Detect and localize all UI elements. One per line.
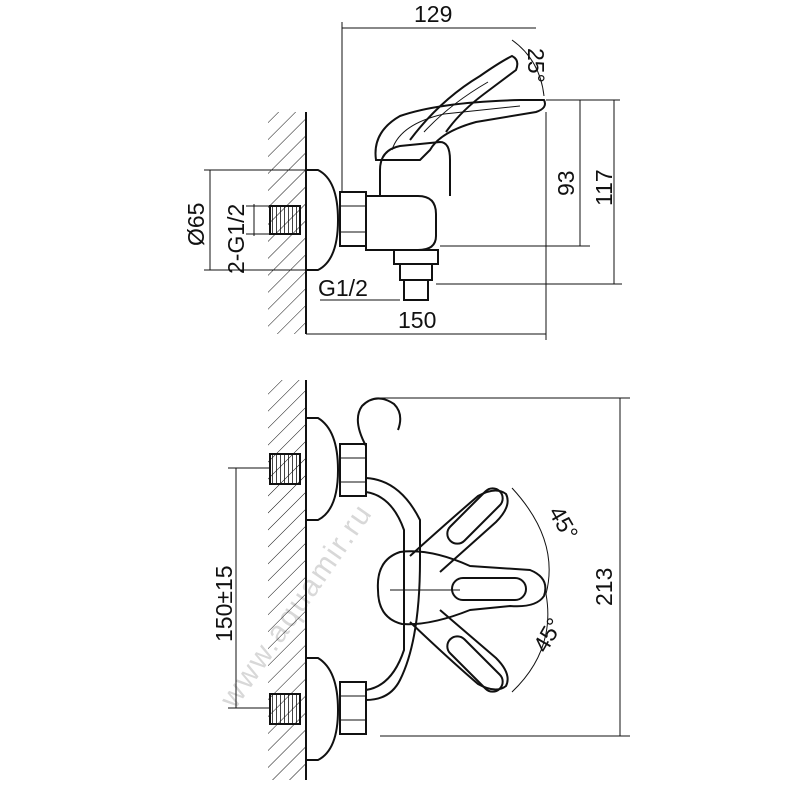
dim-overall-height: 117 [591, 169, 617, 206]
dim-flange-diameter: Ø65 [183, 203, 209, 246]
front-upper-flange [306, 417, 340, 521]
dim-lever-angle: 25° [523, 48, 549, 83]
front-view: 45° 45° 150±15 213 [211, 380, 630, 780]
side-body [365, 195, 437, 251]
front-lower-inlet [269, 693, 301, 725]
dim-overall-depth: 150 [398, 307, 436, 333]
side-connector-nut [339, 191, 367, 247]
front-cartridge [376, 550, 547, 626]
front-lever-down [409, 609, 509, 691]
dim-spout-height: 93 [553, 170, 579, 196]
dim-outlet-thread: G1/2 [318, 275, 368, 301]
side-view: 129 25° 93 117 Ø65 2-G1/2 G1/2 150 [183, 1, 622, 340]
side-outlet [393, 249, 439, 265]
front-body [365, 477, 421, 701]
dim-front-height: 213 [591, 568, 617, 606]
front-hook [356, 397, 402, 447]
front-lever-slot [451, 577, 527, 601]
front-upper-inlet [269, 453, 301, 485]
side-lever [374, 99, 546, 161]
dim-inlet-spacing: 150±15 [211, 565, 237, 642]
dim-inlet-thread: 2-G1/2 [223, 204, 249, 274]
side-inlet-stub [269, 205, 301, 235]
dim-upper-angle: 45° [544, 502, 584, 545]
dim-top-width: 129 [414, 1, 452, 27]
side-lever-raised [409, 54, 519, 141]
dim-lower-angle: 45° [528, 613, 568, 656]
front-lower-flange [306, 657, 340, 761]
side-flange [306, 169, 340, 271]
front-lever-up [409, 489, 509, 573]
